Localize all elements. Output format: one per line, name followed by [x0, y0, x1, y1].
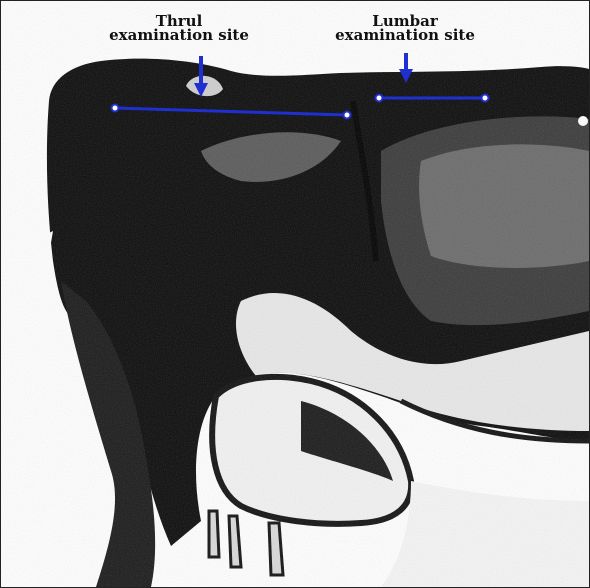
lumbar-endpoint-right [482, 95, 489, 102]
lumbar-endpoint-left [376, 95, 383, 102]
thrul-label-line2: examination site [89, 28, 269, 42]
lumbar-label-line2: examination site [315, 28, 495, 42]
thrul-endpoint-right [344, 112, 351, 119]
thrul-site-label: Thrul examination site [89, 14, 269, 42]
lumbar-site-label: Lumbar examination site [315, 14, 495, 42]
thrul-endpoint-left [112, 105, 119, 112]
